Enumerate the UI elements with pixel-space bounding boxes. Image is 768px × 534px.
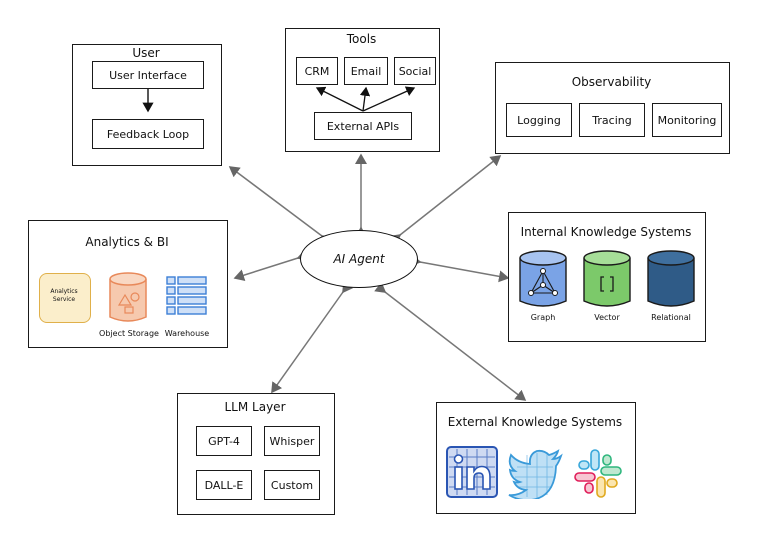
crm-node: CRM <box>296 57 338 85</box>
analytics-title: Analytics & BI <box>85 235 169 249</box>
warehouse-icon <box>166 276 207 315</box>
internal-knowledge-title: Internal Knowledge Systems <box>520 225 692 239</box>
whisper-node: Whisper <box>264 426 320 456</box>
observability-box: Observability Logging Tracing Monitoring <box>495 62 730 154</box>
analytics-box: Analytics & BI Analytics Service Object … <box>28 220 228 348</box>
monitoring-node: Monitoring <box>652 103 722 137</box>
analytics-service-icon: Analytics Service <box>39 273 91 323</box>
ai-agent-label: AI Agent <box>333 252 385 266</box>
graph-label: Graph <box>530 313 556 322</box>
logging-node: Logging <box>506 103 572 137</box>
external-knowledge-box: External Knowledge Systems <box>436 402 636 514</box>
relational-label: Relational <box>651 313 691 322</box>
internal-knowledge-box: Internal Knowledge Systems Graph Vector … <box>508 212 706 342</box>
warehouse-label: Warehouse <box>164 329 210 338</box>
user-title: User <box>132 46 160 60</box>
object-storage-icon <box>109 272 147 322</box>
email-node: Email <box>344 57 388 85</box>
agent-observability-arrow <box>389 155 502 246</box>
agent-llm-arrow <box>271 281 354 394</box>
llm-layer-box: LLM Layer GPT-4 Whisper DALL-E Custom <box>177 393 335 515</box>
social-node: Social <box>394 57 436 85</box>
agent-external-arrow <box>374 281 527 401</box>
linkedin-logo-icon <box>446 446 498 498</box>
custom-node: Custom <box>264 470 320 500</box>
vector-label: Vector <box>594 313 620 322</box>
tools-title: Tools <box>346 32 377 46</box>
llm-layer-title: LLM Layer <box>224 400 286 414</box>
ai-agent-node: AI Agent <box>300 230 418 288</box>
external-apis-node: External APIs <box>314 112 412 140</box>
external-knowledge-title: External Knowledge Systems <box>447 415 623 429</box>
agent-user-arrow <box>228 166 333 247</box>
tracing-node: Tracing <box>579 103 645 137</box>
observability-title: Observability <box>571 75 652 89</box>
gpt4-node: GPT-4 <box>196 426 252 456</box>
vector-db-icon <box>583 250 631 307</box>
object-storage-label: Object Storage <box>99 329 159 338</box>
slack-logo-icon <box>574 449 622 498</box>
apis-fanout-arrows <box>315 86 416 112</box>
agent-analytics-arrow <box>233 249 309 281</box>
analytics-service-label: Analytics Service <box>50 288 78 303</box>
user-box: User User Interface Feedback Loop <box>72 44 222 166</box>
dalle-node: DALL-E <box>196 470 252 500</box>
tools-box: Tools CRM Email Social External APIs <box>285 28 440 152</box>
feedback-loop-node: Feedback Loop <box>92 119 204 149</box>
ui-to-feedback-arrow <box>142 89 154 113</box>
relational-db-icon <box>647 250 695 307</box>
agent-internal-arrow <box>410 254 510 283</box>
graph-db-icon <box>519 250 567 307</box>
twitter-logo-icon <box>508 449 563 499</box>
user-interface-node: User Interface <box>92 61 204 89</box>
